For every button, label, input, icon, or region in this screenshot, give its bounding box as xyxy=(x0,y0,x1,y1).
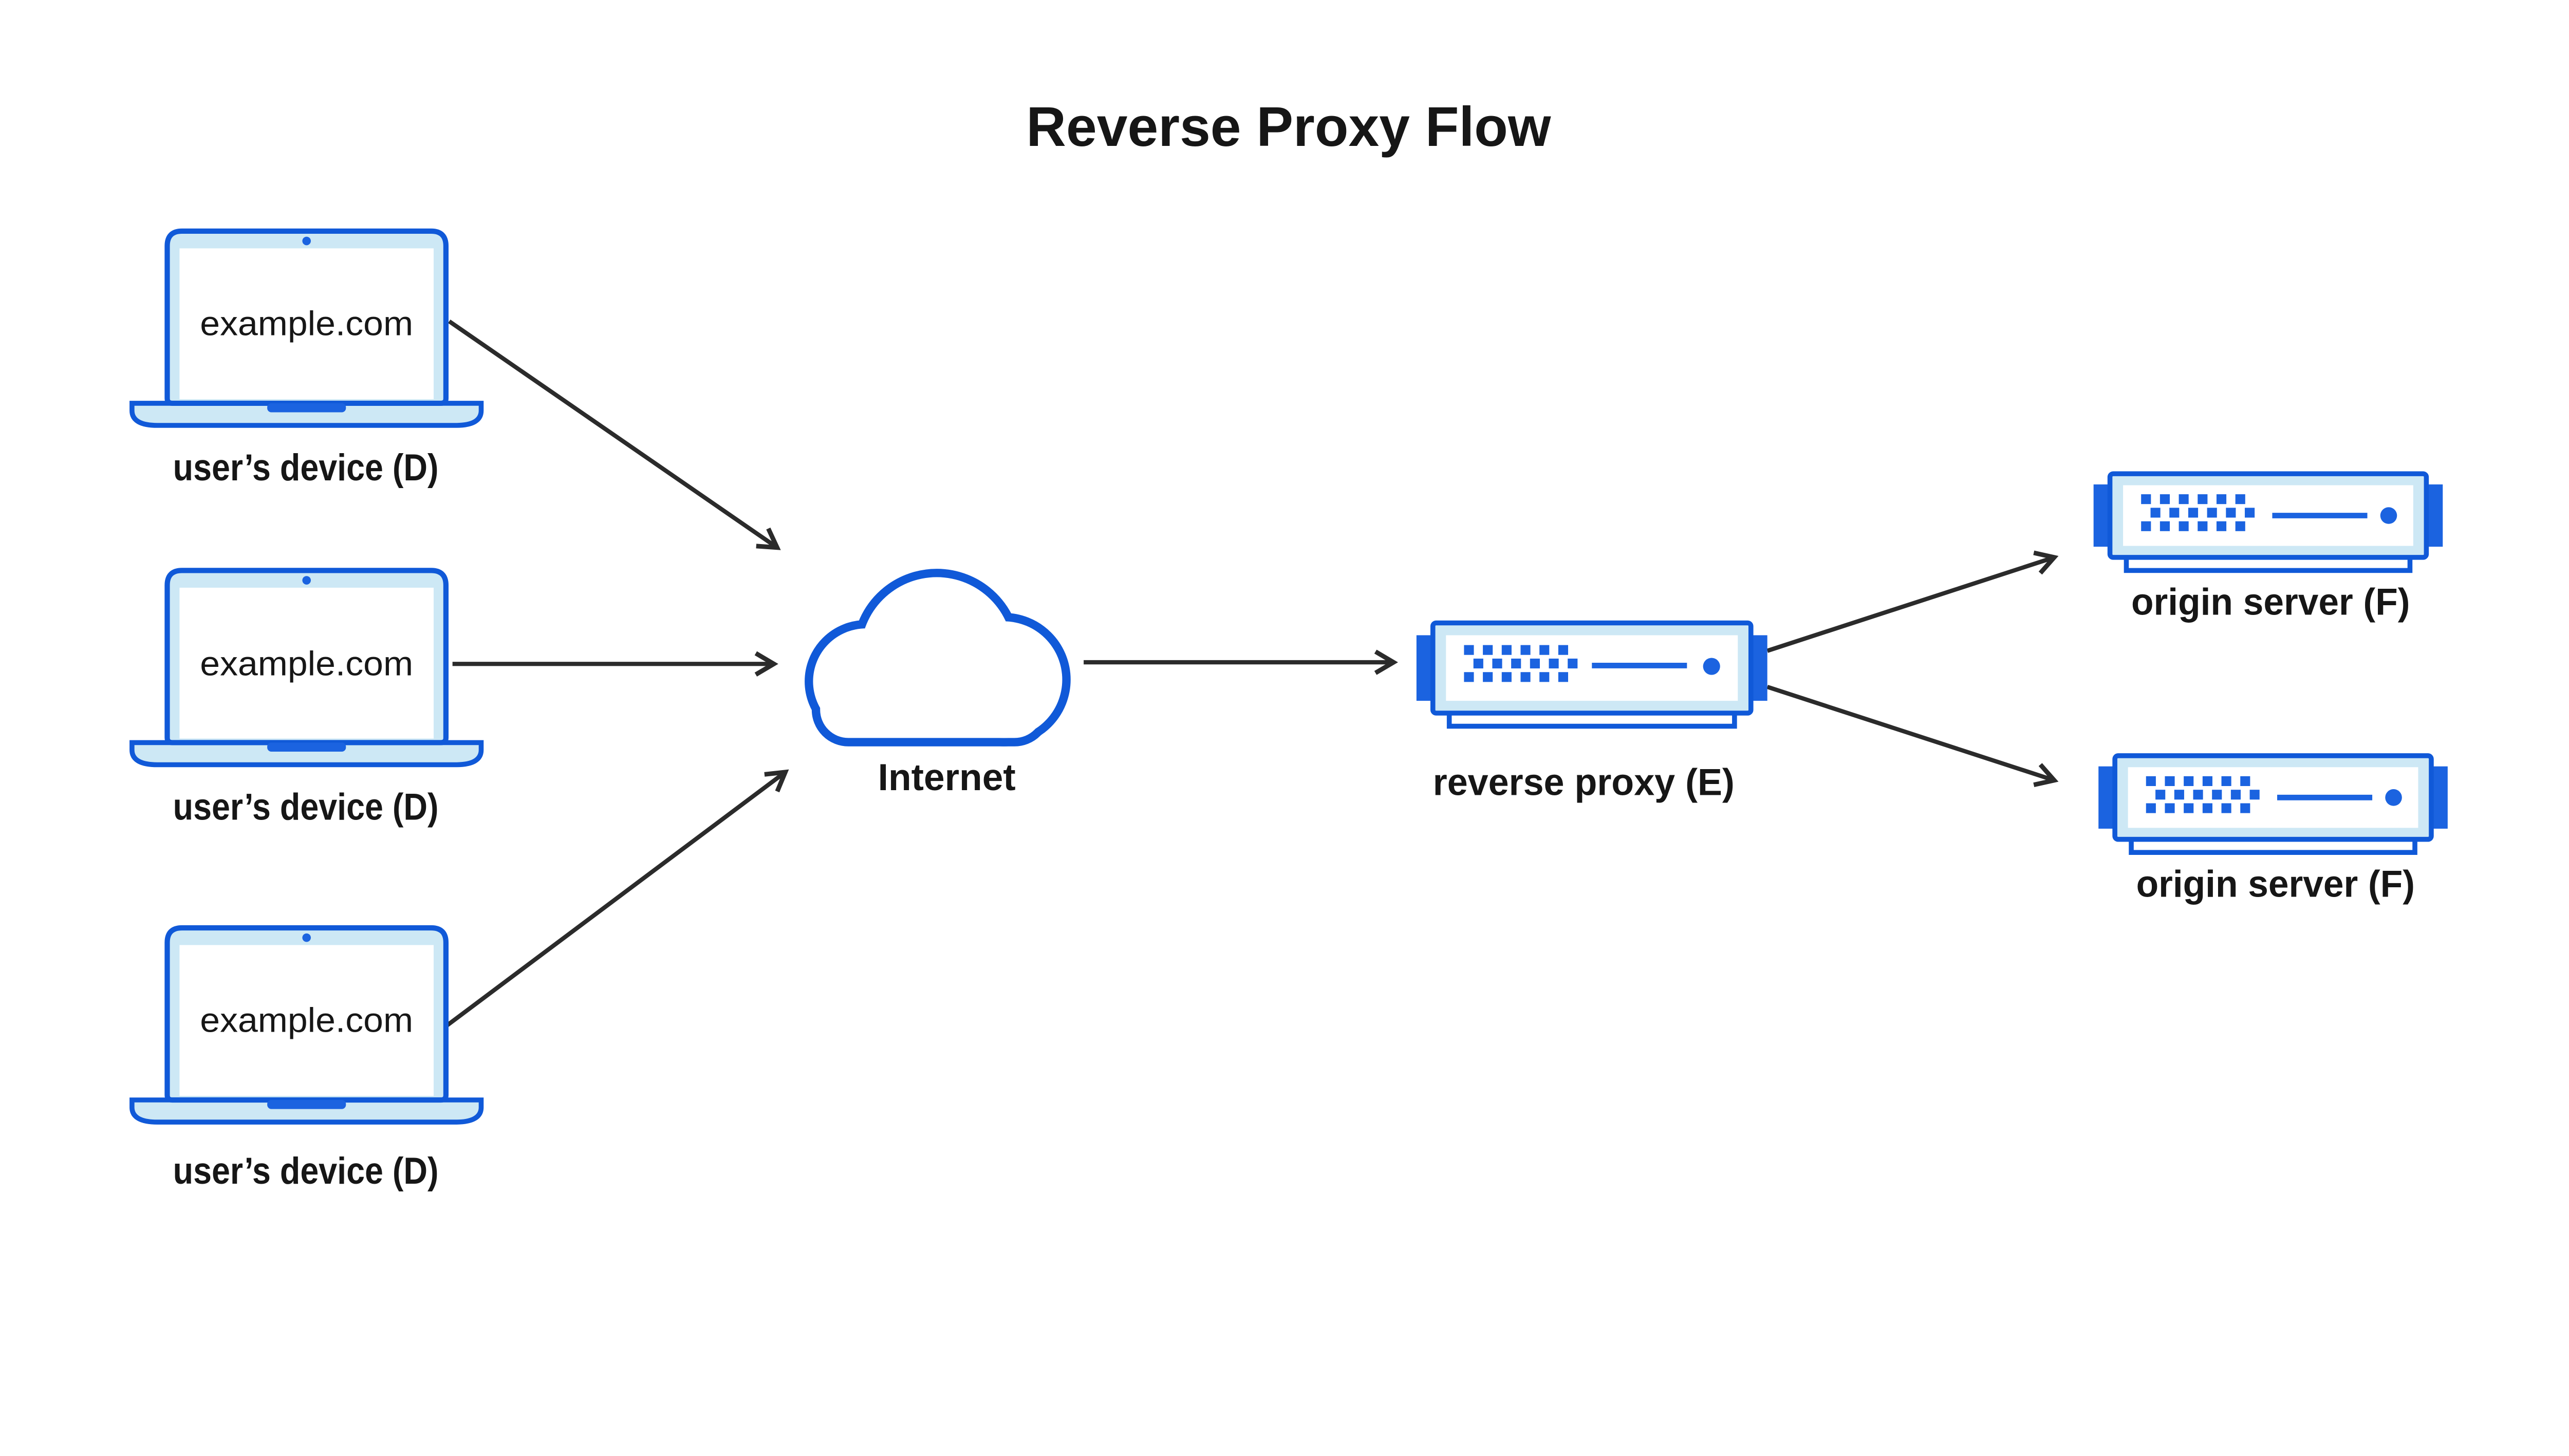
origin-server2-label: origin server (F) xyxy=(2136,863,2415,905)
diagram-stage: Reverse Proxy Flow example.com user’s de… xyxy=(129,95,2451,1192)
device3-label: user’s device (D) xyxy=(173,1150,439,1192)
origin-server2-icon xyxy=(2098,756,2448,852)
arrow-proxy-to-origin2 xyxy=(1766,684,2059,788)
diagram-title: Reverse Proxy Flow xyxy=(1026,96,1551,158)
server-vent-dots-icon xyxy=(1464,645,1578,682)
server-led-icon xyxy=(1703,658,1720,675)
device3-screen-text: example.com xyxy=(200,1001,413,1040)
arrow-proxy-to-origin1 xyxy=(1766,550,2059,653)
device1-screen-text: example.com xyxy=(200,305,413,343)
arrows xyxy=(444,319,2059,1028)
arrow-device3-to-internet xyxy=(444,769,789,1028)
device2-screen-text: example.com xyxy=(200,645,413,683)
diagram-canvas: Reverse Proxy Flow example.com user’s de… xyxy=(129,95,2451,1192)
device1-label: user’s device (D) xyxy=(173,446,439,489)
internet-cloud-icon xyxy=(805,569,1071,746)
device2-label: user’s device (D) xyxy=(173,786,439,828)
origin-server1-label: origin server (F) xyxy=(2131,581,2410,623)
reverse-proxy-label: reverse proxy (E) xyxy=(1433,761,1735,804)
internet-label: Internet xyxy=(878,756,1016,798)
reverse-proxy-icon xyxy=(1416,620,1767,729)
origin-server1-icon xyxy=(2094,474,2443,570)
arrow-device1-to-internet xyxy=(448,319,781,550)
